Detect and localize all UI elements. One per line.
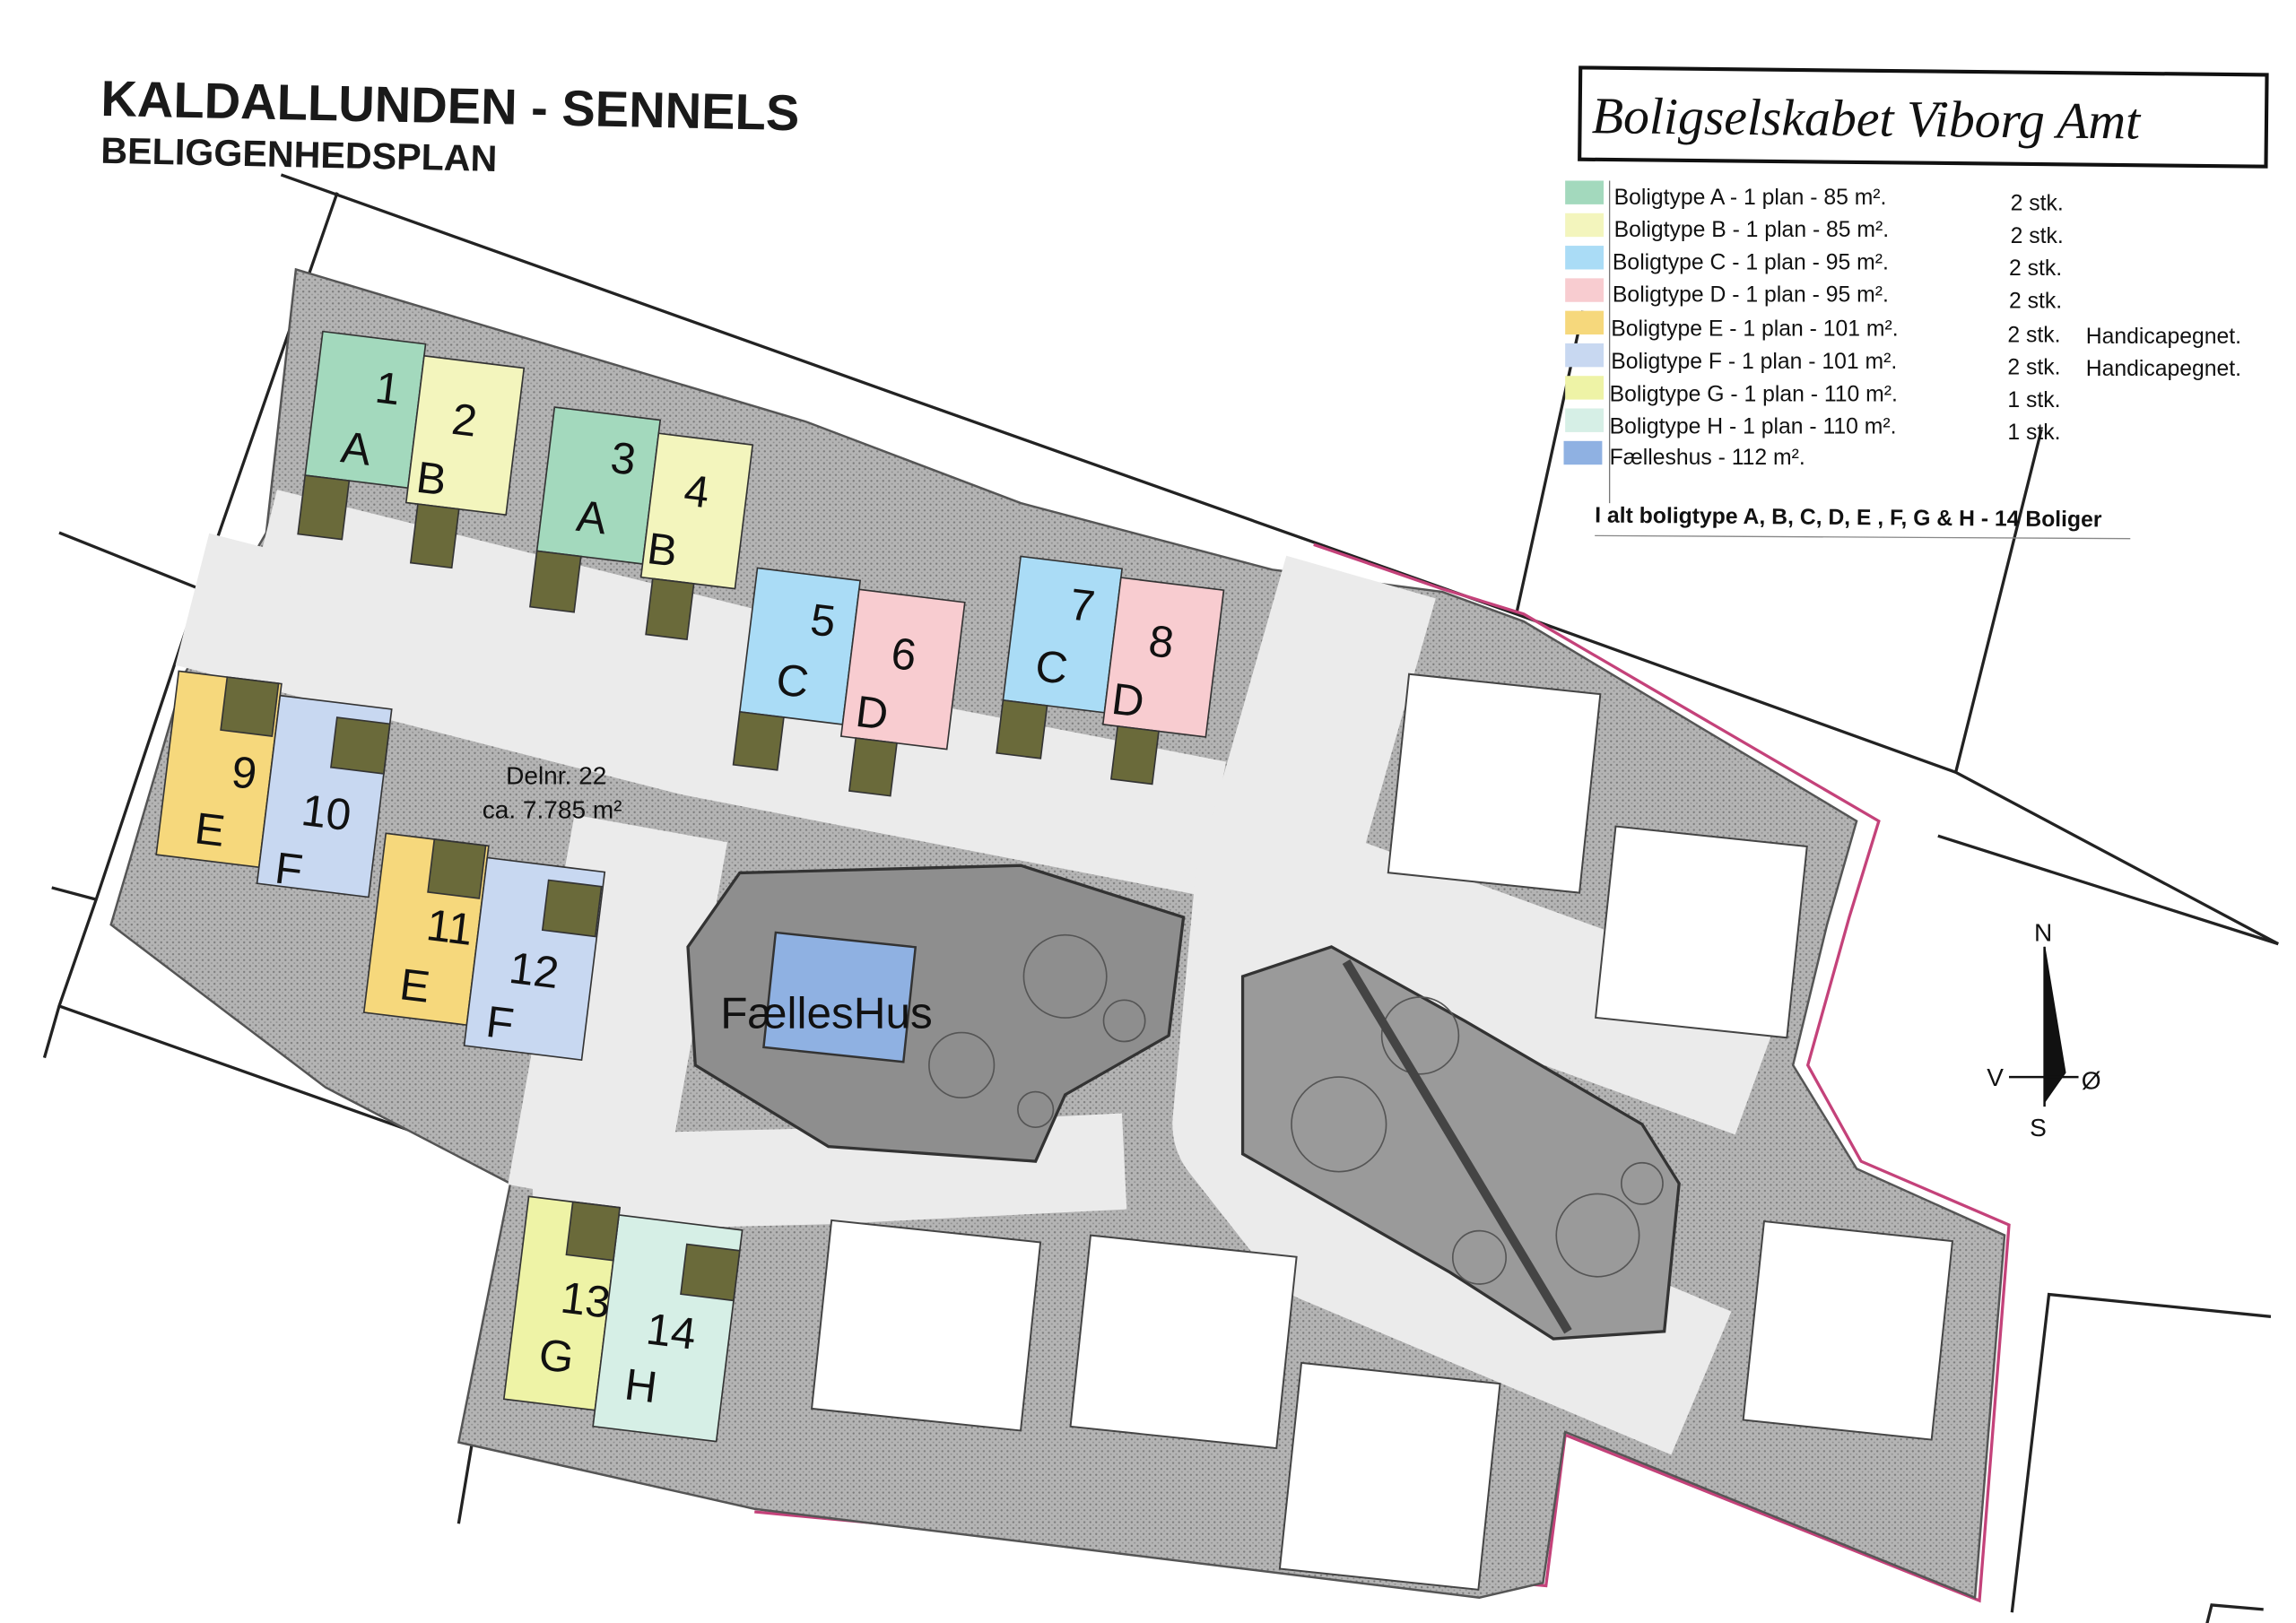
legend-row: Boligtype E - 1 plan - 101 m². 2 stk. Ha… [1565, 310, 2241, 349]
parcel-label: Delnr. 22 [506, 761, 606, 789]
house-number: 14 [644, 1304, 699, 1358]
house-type: C [1032, 641, 1070, 694]
common-house-label: FællesHus [720, 989, 932, 1038]
house-type: E [397, 959, 432, 1012]
north-arrow-icon [2043, 946, 2066, 1105]
svg-text:Boligtype C - 1 plan - 95 m².: Boligtype C - 1 plan - 95 m². [1613, 250, 1889, 274]
legend-row: Boligtype H - 1 plan - 110 m². 1 stk. [1565, 408, 2060, 445]
svg-text:Handicapegnet.: Handicapegnet. [2086, 357, 2241, 381]
house-13-14[interactable]: 13 14 G H [502, 1195, 744, 1443]
svg-text:2 stk.: 2 stk. [2007, 356, 2060, 380]
legend-row: Boligtype F - 1 plan - 101 m². 2 stk. Ha… [1565, 343, 2241, 381]
house-5-6[interactable]: 5 6 C D [732, 567, 966, 802]
house-3-4[interactable]: 3 4 A B [528, 406, 754, 645]
house-number: 11 [424, 900, 476, 955]
svg-text:2 stk.: 2 stk. [2011, 191, 2064, 215]
house-type: H [622, 1359, 659, 1412]
legend: Boligtype A - 1 plan - 85 m². 2 stk. Bol… [1563, 180, 2241, 540]
brand-name: Boligselskabet Viborg Amt [1592, 88, 2143, 150]
parcel-area: ca. 7.785 m² [483, 795, 622, 823]
house-11-12[interactable]: 11 12 E F [361, 832, 606, 1062]
svg-text:Handicapegnet.: Handicapegnet. [2086, 325, 2241, 349]
house-type: B [645, 524, 680, 577]
legend-total: I alt boligtype A, B, C, D, E , F, G & H… [1595, 504, 2102, 533]
house-type: F [273, 843, 306, 895]
house-number: 2 [449, 395, 480, 447]
house-number: 8 [1146, 616, 1177, 668]
svg-text:2 stk.: 2 stk. [2011, 224, 2064, 248]
green-island [1240, 945, 1681, 1341]
house-number: 7 [1067, 579, 1098, 631]
house-type: E [192, 803, 227, 856]
svg-text:2 stk.: 2 stk. [2009, 256, 2062, 281]
compass-rose: N S V Ø [1987, 918, 2100, 1141]
house-number: 3 [608, 433, 639, 485]
house-9-10[interactable]: 9 10 E F [153, 670, 393, 904]
svg-text:2 stk.: 2 stk. [2009, 289, 2062, 313]
plan-title: KALDALLUNDEN - SENNELS [100, 70, 800, 141]
svg-text:Boligtype A - 1 plan - 85 m².: Boligtype A - 1 plan - 85 m². [1614, 186, 1887, 210]
house-number: 12 [507, 943, 561, 998]
house-number: 10 [299, 785, 353, 840]
house-type: D [853, 687, 891, 740]
house-number: 13 [558, 1272, 613, 1327]
svg-text:N: N [2034, 918, 2052, 946]
svg-text:Boligtype G - 1 plan - 110 m².: Boligtype G - 1 plan - 110 m². [1610, 382, 1898, 406]
house-type: A [574, 491, 609, 544]
svg-text:Fælleshus - 112 m².: Fælleshus - 112 m². [1610, 446, 1805, 470]
house-number: 5 [808, 595, 839, 647]
svg-text:1 stk.: 1 stk. [2007, 421, 2060, 445]
legend-row: Boligtype D - 1 plan - 95 m². 2 stk. [1565, 278, 2062, 313]
svg-text:Boligtype B - 1 plan - 85 m².: Boligtype B - 1 plan - 85 m². [1614, 218, 1890, 242]
house-type: D [1109, 674, 1147, 727]
svg-text:1 stk.: 1 stk. [2007, 388, 2060, 412]
svg-text:Boligtype E - 1 plan - 101 m².: Boligtype E - 1 plan - 101 m². [1611, 317, 1898, 342]
house-type: G [536, 1330, 577, 1383]
future-houses [810, 673, 1954, 1591]
legend-row: Boligtype B - 1 plan - 85 m². 2 stk. [1565, 213, 2064, 248]
svg-text:2 stk.: 2 stk. [2007, 323, 2060, 347]
house-type: C [773, 655, 811, 707]
house-number: 4 [682, 465, 712, 517]
legend-row: Boligtype G - 1 plan - 110 m². 1 stk. [1565, 376, 2060, 412]
house-7-8[interactable]: 7 8 C D [996, 555, 1225, 789]
svg-text:Ø: Ø [2082, 1066, 2101, 1094]
plan-subtitle: BELIGGENHEDSPLAN [100, 130, 498, 179]
common-house-island: FællesHus [686, 864, 1186, 1163]
legend-row: Fælleshus - 112 m². [1563, 440, 1805, 470]
house-number: 6 [889, 629, 919, 681]
house-type: A [338, 422, 373, 475]
svg-text:Boligtype D - 1 plan - 95 m².: Boligtype D - 1 plan - 95 m². [1613, 283, 1889, 308]
svg-text:S: S [2030, 1114, 2047, 1141]
svg-text:Boligtype H - 1 plan - 110 m².: Boligtype H - 1 plan - 110 m². [1610, 415, 1897, 439]
house-1-2[interactable]: 1 2 A B [296, 330, 526, 574]
legend-row: Boligtype A - 1 plan - 85 m². 2 stk. [1565, 180, 2064, 215]
svg-text:V: V [1987, 1063, 2004, 1091]
house-number: 9 [229, 747, 259, 799]
house-number: 1 [372, 362, 403, 414]
common-house[interactable] [762, 931, 918, 1063]
brand-box: Boligselskabet Viborg Amt [1578, 65, 2269, 169]
legend-row: Boligtype C - 1 plan - 95 m². 2 stk. [1565, 246, 2062, 281]
svg-text:Boligtype F - 1 plan - 101 m².: Boligtype F - 1 plan - 101 m². [1611, 350, 1897, 374]
house-type: F [483, 997, 517, 1049]
house-type: B [413, 453, 448, 506]
